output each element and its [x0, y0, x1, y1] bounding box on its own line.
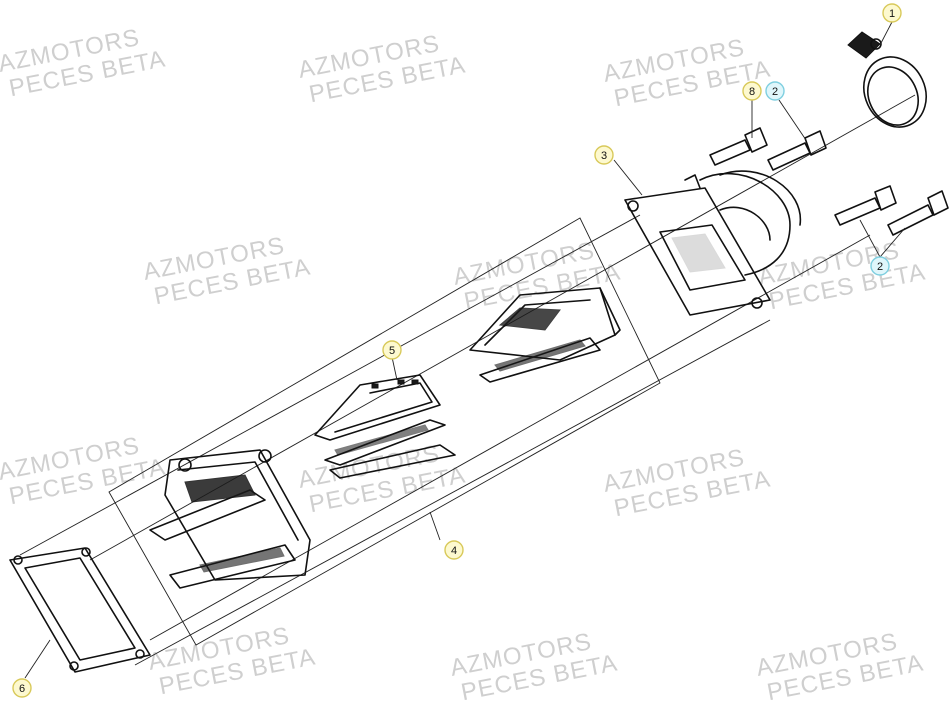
callout-2-lower[interactable]: 2 — [870, 256, 890, 276]
callout-4[interactable]: 4 — [444, 540, 464, 560]
watermark: AZMOTORS PECES BETA — [0, 432, 168, 510]
bolt — [709, 127, 768, 166]
alignment-lines — [19, 94, 916, 666]
callout-5[interactable]: 5 — [382, 340, 402, 360]
hose-clamp-part — [847, 31, 927, 128]
callout-label: 8 — [749, 86, 755, 98]
watermark: AZMOTORS PECES BETA — [448, 628, 620, 706]
watermark: AZMOTORS PECES BETA — [141, 232, 313, 310]
bolt — [767, 130, 827, 171]
reed-assembly-box — [108, 217, 661, 646]
callout-6[interactable]: 6 — [12, 678, 32, 698]
callout-1[interactable]: 1 — [882, 3, 902, 23]
watermark: AZMOTORS PECES BETA — [0, 24, 168, 102]
callout-label: 6 — [19, 683, 25, 695]
bolts-part — [709, 127, 949, 236]
reed-block-part — [469, 287, 621, 383]
watermark: AZMOTORS PECES BETA — [601, 34, 773, 112]
reed-petals-part — [314, 374, 456, 479]
callout-label: 3 — [601, 150, 607, 162]
watermark: AZMOTORS PECES BETA — [146, 622, 318, 700]
watermark-layer: AZMOTORS PECES BETA AZMOTORS PECES BETA … — [0, 24, 928, 706]
reed-cage-part — [149, 449, 311, 589]
callout-label: 5 — [389, 345, 395, 357]
bolt — [834, 185, 897, 226]
intake-manifold-part — [624, 170, 802, 316]
callout-label: 1 — [889, 8, 895, 20]
watermark: AZMOTORS PECES BETA — [296, 30, 468, 108]
watermark: AZMOTORS PECES BETA — [601, 444, 773, 522]
callout-3[interactable]: 3 — [594, 145, 614, 165]
gasket-part — [9, 547, 151, 673]
callout-label: 2 — [772, 86, 778, 98]
callout-8[interactable]: 8 — [742, 81, 762, 101]
bolt — [887, 190, 949, 236]
callout-label: 4 — [451, 545, 457, 557]
watermark: AZMOTORS PECES BETA — [754, 628, 926, 706]
watermark: AZMOTORS PECES BETA — [756, 237, 928, 315]
callout-2-upper[interactable]: 2 — [765, 81, 785, 101]
callout-layer: 1 8 2 3 2 5 4 6 — [12, 3, 902, 698]
callout-label: 2 — [877, 261, 883, 273]
leader-lines — [24, 21, 906, 679]
